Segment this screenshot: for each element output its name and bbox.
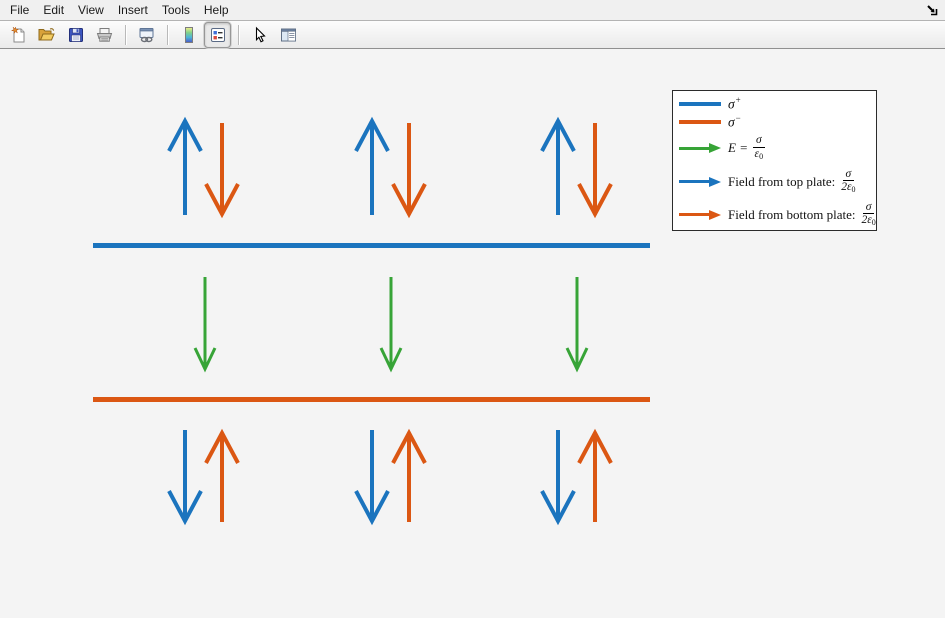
- legend-label-sigma-minus: σ−: [728, 113, 741, 130]
- field-bottom-plate-above-3-head: [577, 183, 613, 219]
- menu-tools[interactable]: Tools: [161, 3, 190, 17]
- menu-insert[interactable]: Insert: [117, 3, 148, 17]
- pointer-arrow-icon: [255, 26, 266, 43]
- legend-swatch-blue-line: [679, 102, 721, 106]
- toolbar: [0, 21, 945, 49]
- menu-help[interactable]: Help: [203, 3, 229, 17]
- colorbar-icon: [184, 26, 193, 43]
- legend-swatch-green-arrow: [679, 143, 721, 153]
- menu-view[interactable]: View: [78, 3, 104, 17]
- legend-label-sigma-plus: σ+: [728, 95, 741, 112]
- field-top-plate-above-1-head: [167, 116, 203, 152]
- legend-swatch-orange-line: [679, 120, 721, 124]
- open-folder-icon: [38, 27, 55, 40]
- legend-entry-sigma-plus: σ+: [679, 95, 876, 113]
- toolbar-separator: [238, 24, 239, 45]
- field-top-plate-below-1-head: [167, 490, 203, 526]
- field-bottom-plate-below-1-head: [204, 428, 240, 464]
- dock-arrow-icon: [927, 5, 938, 16]
- net-field-between-2-head: [379, 347, 403, 373]
- field-top-plate-above-2-head: [354, 116, 390, 152]
- field-top-plate-above-3-head: [540, 116, 576, 152]
- printer-icon: [96, 27, 113, 42]
- field-top-plate-below-3-head: [540, 490, 576, 526]
- new-document-icon: [10, 25, 24, 42]
- capacitor-field-plot: [93, 116, 650, 526]
- insert-colorbar-button[interactable]: [175, 22, 202, 48]
- plot-tools-icon: [281, 28, 296, 41]
- link-plot-icon: [139, 27, 154, 42]
- legend-icon: [210, 27, 225, 42]
- field-bottom-plate-above-2-head: [391, 183, 427, 219]
- field-top-plate-below-2-head: [354, 490, 390, 526]
- field-bottom-plate-below-2-head: [391, 428, 427, 464]
- show-plot-tools-button[interactable]: [275, 22, 302, 48]
- net-field-between-1-head: [193, 347, 217, 373]
- legend-swatch-blue-arrow: [679, 176, 721, 187]
- open-file-button[interactable]: [33, 22, 60, 48]
- new-figure-button[interactable]: [4, 22, 31, 48]
- field-bottom-plate-below-3-head: [577, 428, 613, 464]
- print-button[interactable]: [91, 22, 118, 48]
- toolbar-separator: [167, 24, 168, 45]
- dock-figure-button[interactable]: [926, 4, 938, 16]
- legend-swatch-orange-arrow: [679, 209, 721, 220]
- net-field-between-3-head: [565, 347, 589, 373]
- save-figure-button[interactable]: [62, 22, 89, 48]
- save-floppy-icon: [68, 27, 83, 42]
- menu-edit[interactable]: Edit: [43, 3, 65, 17]
- field-bottom-plate-above-1-head: [204, 183, 240, 219]
- legend-entry-sigma-minus: σ−: [679, 113, 876, 131]
- edit-plot-button[interactable]: [246, 22, 273, 48]
- toolbar-separator: [125, 24, 126, 45]
- menubar: File Edit View Insert Tools Help: [0, 0, 945, 21]
- link-plot-button[interactable]: [133, 22, 160, 48]
- menu-file[interactable]: File: [10, 3, 30, 17]
- insert-legend-button[interactable]: [204, 21, 231, 48]
